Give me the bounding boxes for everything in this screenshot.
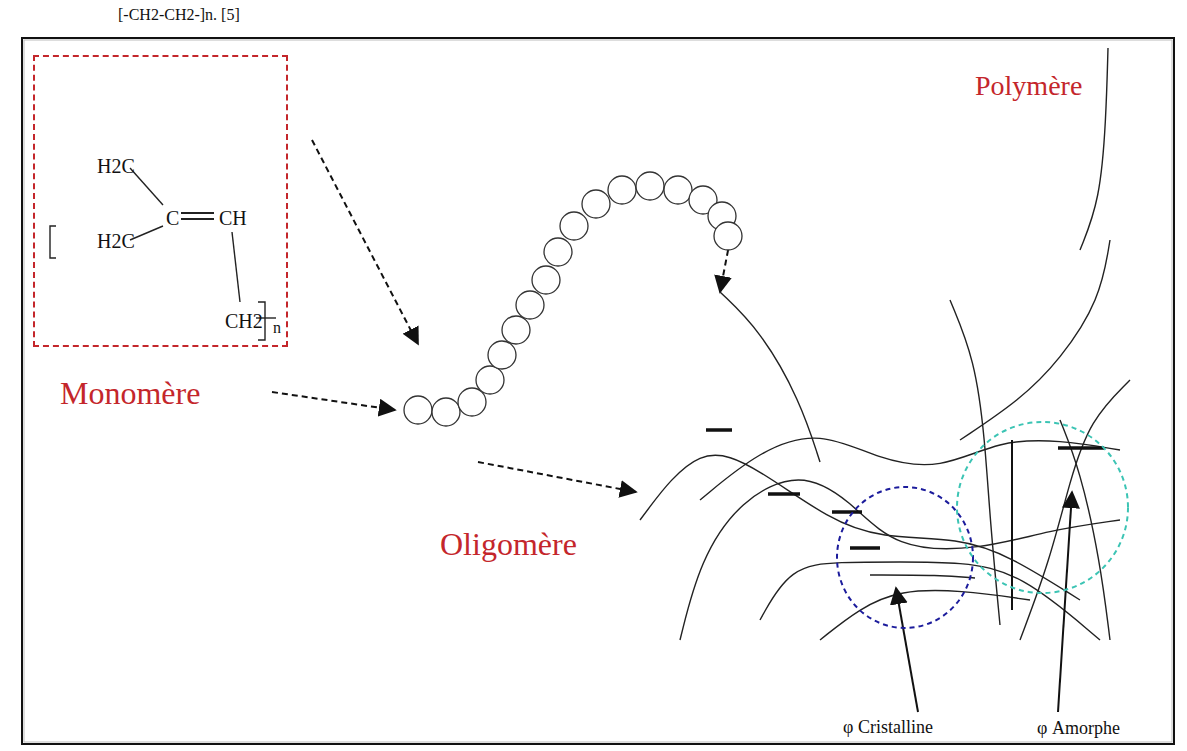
bond (130, 226, 163, 240)
crystalline-region: φ Cristalline (835, 485, 975, 630)
crystalline-region-outline (835, 485, 975, 630)
monomer-unit (432, 398, 460, 426)
amorphous-region: φ Amorphe (955, 420, 1130, 595)
monomer-unit (502, 316, 530, 344)
formula-group: CH2 (225, 310, 263, 333)
monomer-unit (488, 341, 516, 369)
phase-label: φ Cristalline (843, 717, 933, 738)
polymer-chain (760, 562, 1100, 640)
monomer-unit (544, 238, 572, 266)
double-bond (181, 212, 214, 214)
amorphous-region-outline (957, 422, 1128, 593)
chain-segment (850, 546, 880, 550)
chain-segment (832, 510, 862, 514)
process-arrow (478, 462, 636, 492)
source-caption: [-CH2-CH2-]n. [5] (118, 6, 240, 24)
polymer-chain (960, 240, 1110, 440)
monomer-unit (560, 212, 588, 240)
polymer-chain (720, 292, 820, 462)
oligomer-chain (404, 172, 742, 426)
polymer-chain (1011, 440, 1013, 610)
frame-shadow (24, 40, 1172, 742)
polymer-chain (870, 575, 975, 578)
process-arrow (312, 140, 418, 344)
monomer-unit (636, 172, 664, 200)
amorphous-region-outline (955, 420, 1130, 595)
monomer-box: H2CH2CCCHCH2nMonomère (33, 55, 288, 347)
formula-group: CH (219, 207, 247, 230)
process-arrow (272, 392, 395, 410)
monomer-heading: Monomère (60, 375, 200, 412)
bond (130, 168, 163, 205)
formula-group: H2C (97, 230, 135, 253)
polymer-chain (1060, 420, 1110, 640)
monomer-unit (664, 176, 692, 204)
monomer-unit (476, 366, 504, 394)
chain-segment (768, 492, 800, 496)
formula-atom: C (166, 207, 179, 230)
crystalline-region-outline (837, 487, 973, 628)
polymer-heading: Polymère (975, 70, 1082, 102)
polymer-chain (640, 455, 1080, 600)
monomer-unit (714, 222, 742, 250)
monomer-unit (608, 176, 636, 204)
bond (232, 232, 240, 302)
chain-segment (706, 428, 732, 432)
bracket (50, 226, 56, 258)
frame (22, 38, 1174, 744)
leader-arrow (1058, 492, 1072, 712)
polymer-chain (1080, 48, 1108, 250)
leader-arrow (896, 588, 918, 712)
polymer-chain (700, 438, 1120, 500)
monomer-unit (458, 388, 486, 416)
chain-segment (1058, 446, 1104, 450)
formula-group: H2C (97, 155, 135, 178)
polymer-chain (1020, 380, 1130, 640)
monomer-unit (516, 291, 544, 319)
oligomer-heading: Oligomère (440, 526, 577, 563)
monomer-unit (404, 396, 432, 424)
monomer-unit (582, 190, 610, 218)
monomer-unit (532, 266, 560, 294)
phase-label: φ Amorphe (1037, 718, 1120, 739)
double-bond (181, 218, 214, 220)
polymer-chains (640, 48, 1130, 640)
repeat-index: n (273, 319, 281, 337)
